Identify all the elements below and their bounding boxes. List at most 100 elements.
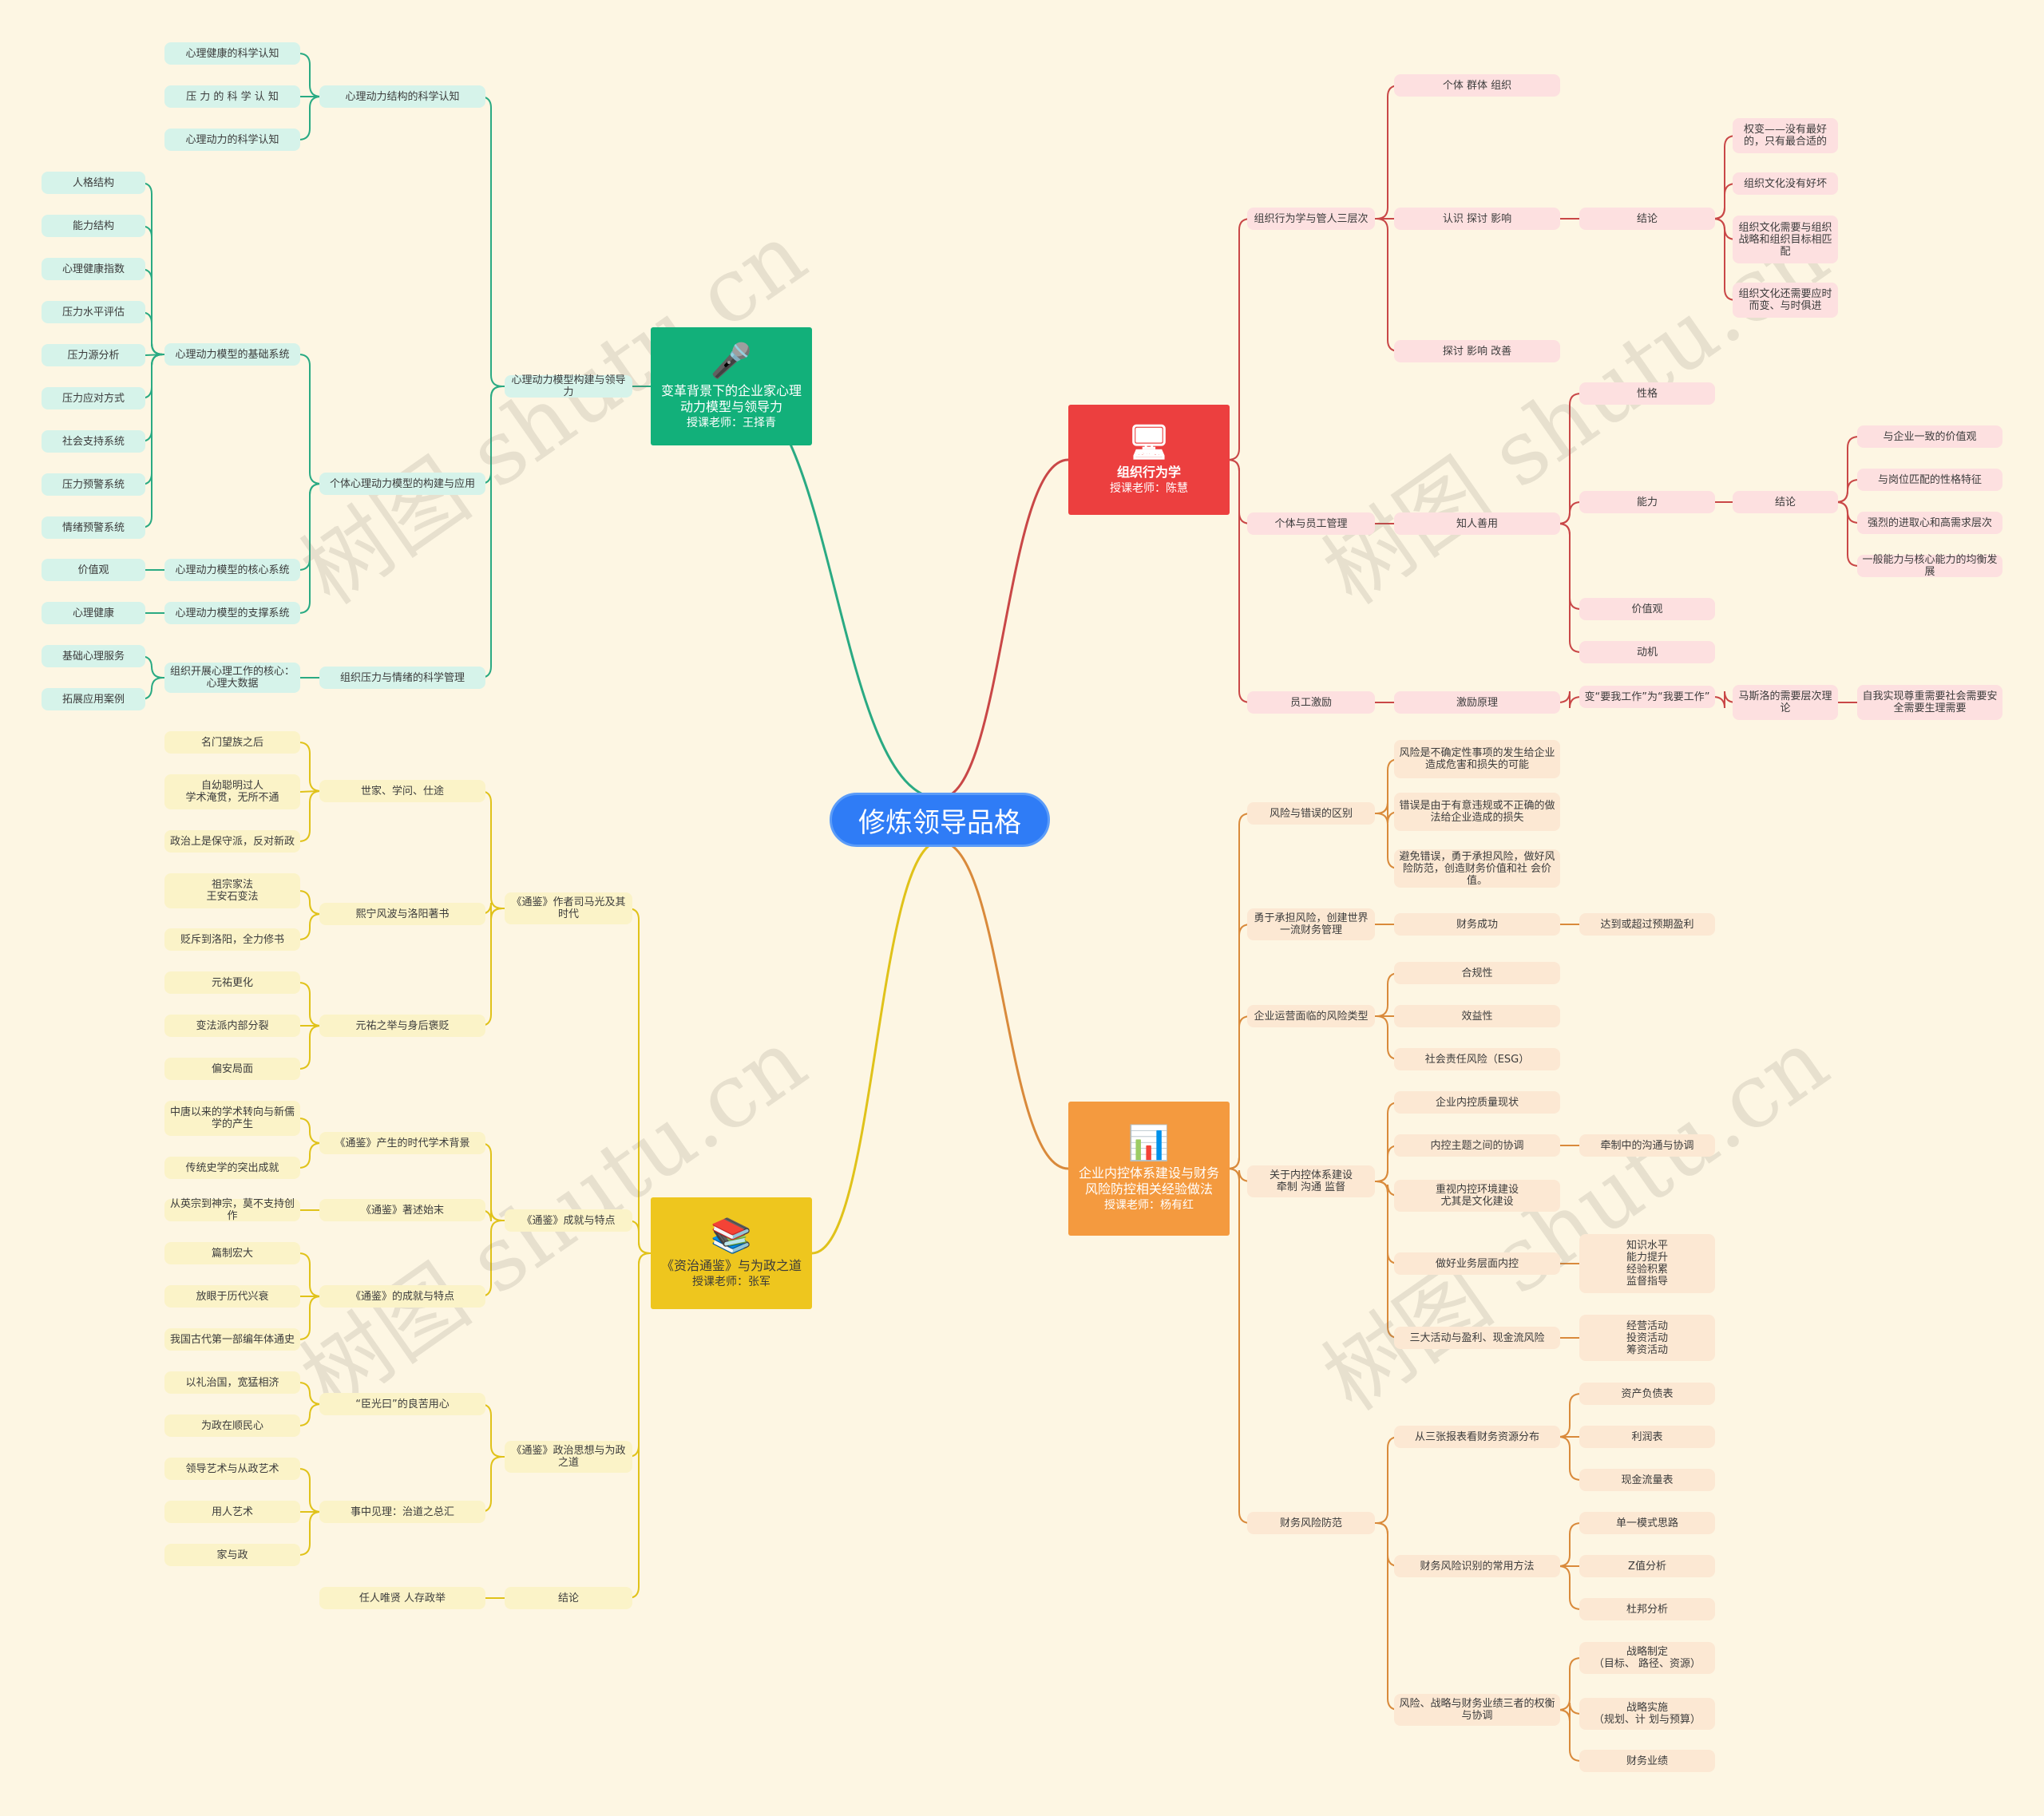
topic-node[interactable]: 员工激励	[1247, 691, 1375, 714]
topic-node[interactable]: 从三张报表看财务资源分布	[1394, 1426, 1560, 1448]
topic-node[interactable]: 内控主题之间的协调	[1394, 1134, 1560, 1157]
branch-psych[interactable]: 🎤 变革背景下的企业家心理动力模型与领导力 授课老师：王择青	[651, 327, 812, 445]
topic-node[interactable]: 以礼治国，宽猛相济	[164, 1371, 300, 1394]
topic-node[interactable]: 自幼聪明过人 学术淹贯，无所不通	[164, 774, 300, 809]
topic-node[interactable]: 组织开展心理工作的核心：心理大数据	[164, 663, 300, 693]
topic-node[interactable]: 重视内控环境建设 尤其是文化建设	[1394, 1180, 1560, 1212]
topic-node[interactable]: 权变——没有最好的，只有最合适的	[1733, 118, 1838, 153]
topic-node[interactable]: 心理健康	[42, 602, 145, 624]
topic-node[interactable]: 拓展应用案例	[42, 688, 145, 710]
topic-node[interactable]: 企业内控质量现状	[1394, 1091, 1560, 1114]
topic-node[interactable]: 心理动力模型的基础系统	[164, 343, 300, 366]
topic-node[interactable]: 动机	[1579, 641, 1715, 663]
topic-node[interactable]: 一般能力与核心能力的均衡发展	[1857, 554, 2002, 578]
topic-node[interactable]: 《通鉴》著述始末	[319, 1199, 485, 1221]
topic-node[interactable]: 熙宁风波与洛阳著书	[319, 903, 485, 925]
topic-node[interactable]: 战略制定 （目标、 路径、资源）	[1579, 1642, 1715, 1674]
topic-node[interactable]: 知识水平 能力提升 经验积累 监督指导	[1579, 1234, 1715, 1293]
topic-node[interactable]: 心理动力结构的科学认知	[319, 85, 485, 108]
topic-node[interactable]: 贬斥到洛阳，全力修书	[164, 928, 300, 951]
topic-node[interactable]: 能力	[1579, 491, 1715, 513]
topic-node[interactable]: 情绪预警系统	[42, 516, 145, 539]
topic-node[interactable]: 财务风险防范	[1247, 1512, 1375, 1534]
topic-node[interactable]: 财务成功	[1394, 913, 1560, 936]
topic-node[interactable]: 政治上是保守派，反对新政	[164, 830, 300, 853]
topic-node[interactable]: 心理动力模型构建与领导力	[505, 374, 632, 398]
topic-node[interactable]: 风险、战略与财务业绩三者的权衡与协调	[1394, 1694, 1560, 1726]
topic-node[interactable]: 与岗位匹配的性格特征	[1857, 469, 2002, 491]
topic-node[interactable]: 世家、学问、仕途	[319, 780, 485, 802]
topic-node[interactable]: 风险是不确定性事项的发生给企业造成危害和损失的可能	[1394, 740, 1560, 778]
topic-node[interactable]: 财务业绩	[1579, 1750, 1715, 1772]
topic-node[interactable]: 家与政	[164, 1544, 300, 1566]
topic-node[interactable]: 心理动力的科学认知	[164, 129, 300, 151]
topic-node[interactable]: 利润表	[1579, 1426, 1715, 1448]
topic-node[interactable]: 个体 群体 组织	[1394, 74, 1560, 97]
topic-node[interactable]: 组织压力与情绪的科学管理	[319, 667, 485, 689]
topic-node[interactable]: 经营活动 投资活动 筹资活动	[1579, 1315, 1715, 1361]
topic-node[interactable]: 组织行为学与管人三层次	[1247, 208, 1375, 230]
topic-node[interactable]: 人格结构	[42, 172, 145, 194]
topic-node[interactable]: 强烈的进取心和高需求层次	[1857, 512, 2002, 534]
topic-node[interactable]: 组织文化需要与组织战略和组织目标相匹配	[1733, 216, 1838, 263]
topic-node[interactable]: 压力源分析	[42, 344, 145, 366]
topic-node[interactable]: 心理动力模型的核心系统	[164, 559, 300, 581]
topic-node[interactable]: 错误是由于有意违规或不正确的做法给企业造成的损失	[1394, 793, 1560, 831]
topic-node[interactable]: 《通鉴》产生的时代学术背景	[319, 1132, 485, 1154]
topic-node[interactable]: 现金流量表	[1579, 1469, 1715, 1491]
topic-node[interactable]: 马斯洛的需要层次理论	[1733, 685, 1838, 720]
topic-node[interactable]: 《通鉴》政治思想与为政之道	[505, 1441, 632, 1473]
topic-node[interactable]: “臣光曰”的良苦用心	[319, 1393, 485, 1415]
topic-node[interactable]: 事中见理：治道之总汇	[319, 1501, 485, 1523]
topic-node[interactable]: 组织文化没有好坏	[1733, 172, 1838, 195]
topic-node[interactable]: 做好业务层面内控	[1394, 1252, 1560, 1275]
topic-node[interactable]: 任人唯贤 人存政举	[319, 1587, 485, 1609]
topic-node[interactable]: 偏安局面	[164, 1058, 300, 1080]
topic-node[interactable]: 元祐之举与身后褒贬	[319, 1015, 485, 1037]
topic-node[interactable]: 传统史学的突出成就	[164, 1157, 300, 1179]
topic-node[interactable]: 《通鉴》成就与特点	[505, 1209, 632, 1232]
topic-node[interactable]: 中唐以来的学术转向与新儒学的产生	[164, 1101, 300, 1136]
topic-node[interactable]: 个体心理动力模型的构建与应用	[319, 473, 485, 495]
topic-node[interactable]: 篇制宏大	[164, 1242, 300, 1264]
topic-node[interactable]: 单一模式思路	[1579, 1512, 1715, 1534]
topic-node[interactable]: 结论	[1579, 208, 1715, 230]
topic-node[interactable]: 心理健康指数	[42, 258, 145, 280]
central-topic[interactable]: 修炼领导品格	[830, 793, 1050, 847]
topic-node[interactable]: 名门望族之后	[164, 731, 300, 754]
topic-node[interactable]: 祖宗家法 王安石变法	[164, 873, 300, 908]
topic-node[interactable]: 性格	[1579, 382, 1715, 405]
topic-node[interactable]: 与企业一致的价值观	[1857, 425, 2002, 448]
topic-node[interactable]: 认识 探讨 影响	[1394, 208, 1560, 230]
topic-node[interactable]: 价值观	[1579, 598, 1715, 620]
topic-node[interactable]: 效益性	[1394, 1005, 1560, 1027]
topic-node[interactable]: 勇于承担风险，创建世界一流财务管理	[1247, 908, 1375, 940]
topic-node[interactable]: 心理动力模型的支撑系统	[164, 602, 300, 624]
topic-node[interactable]: 关于内控体系建设 牵制 沟通 监督	[1247, 1165, 1375, 1197]
topic-node[interactable]: 避免错误，勇于承担风险，做好风险防范，创造财务价值和社 会价值。	[1394, 849, 1560, 888]
topic-node[interactable]: 用人艺术	[164, 1501, 300, 1523]
topic-node[interactable]: 组织文化还需要应时而变、与时俱进	[1733, 283, 1838, 318]
branch-zztj[interactable]: 📚 《资治通鉴》与为政之道 授课老师：张军	[651, 1197, 812, 1309]
topic-node[interactable]: 压 力 的 科 学 认 知	[164, 85, 300, 108]
topic-node[interactable]: 风险与错误的区别	[1247, 802, 1375, 825]
topic-node[interactable]: 基础心理服务	[42, 645, 145, 667]
topic-node[interactable]: 价值观	[42, 559, 145, 581]
topic-node[interactable]: 领导艺术与从政艺术	[164, 1458, 300, 1480]
topic-node[interactable]: 放眼于历代兴衰	[164, 1285, 300, 1308]
topic-node[interactable]: 合规性	[1394, 962, 1560, 984]
topic-node[interactable]: 压力应对方式	[42, 387, 145, 409]
branch-org[interactable]: 🖥 组织行为学 授课老师：陈慧	[1068, 405, 1230, 515]
topic-node[interactable]: 变“要我工作”为“我要工作”	[1579, 686, 1715, 708]
topic-node[interactable]: 结论	[505, 1587, 632, 1609]
topic-node[interactable]: 个体与员工管理	[1247, 512, 1375, 535]
topic-node[interactable]: 自我实现尊重需要社会需要安全需要生理需要	[1857, 685, 2002, 720]
topic-node[interactable]: 压力水平评估	[42, 301, 145, 323]
topic-node[interactable]: 企业运营面临的风险类型	[1247, 1005, 1375, 1027]
topic-node[interactable]: 为政在顺民心	[164, 1414, 300, 1437]
topic-node[interactable]: 三大活动与盈利、现金流风险	[1394, 1327, 1560, 1349]
topic-node[interactable]: 知人善用	[1394, 512, 1560, 535]
topic-node[interactable]: 元祐更化	[164, 971, 300, 994]
topic-node[interactable]: 财务风险识别的常用方法	[1394, 1555, 1560, 1577]
topic-node[interactable]: 战略实施 （规划、计 划与预算）	[1579, 1698, 1715, 1730]
